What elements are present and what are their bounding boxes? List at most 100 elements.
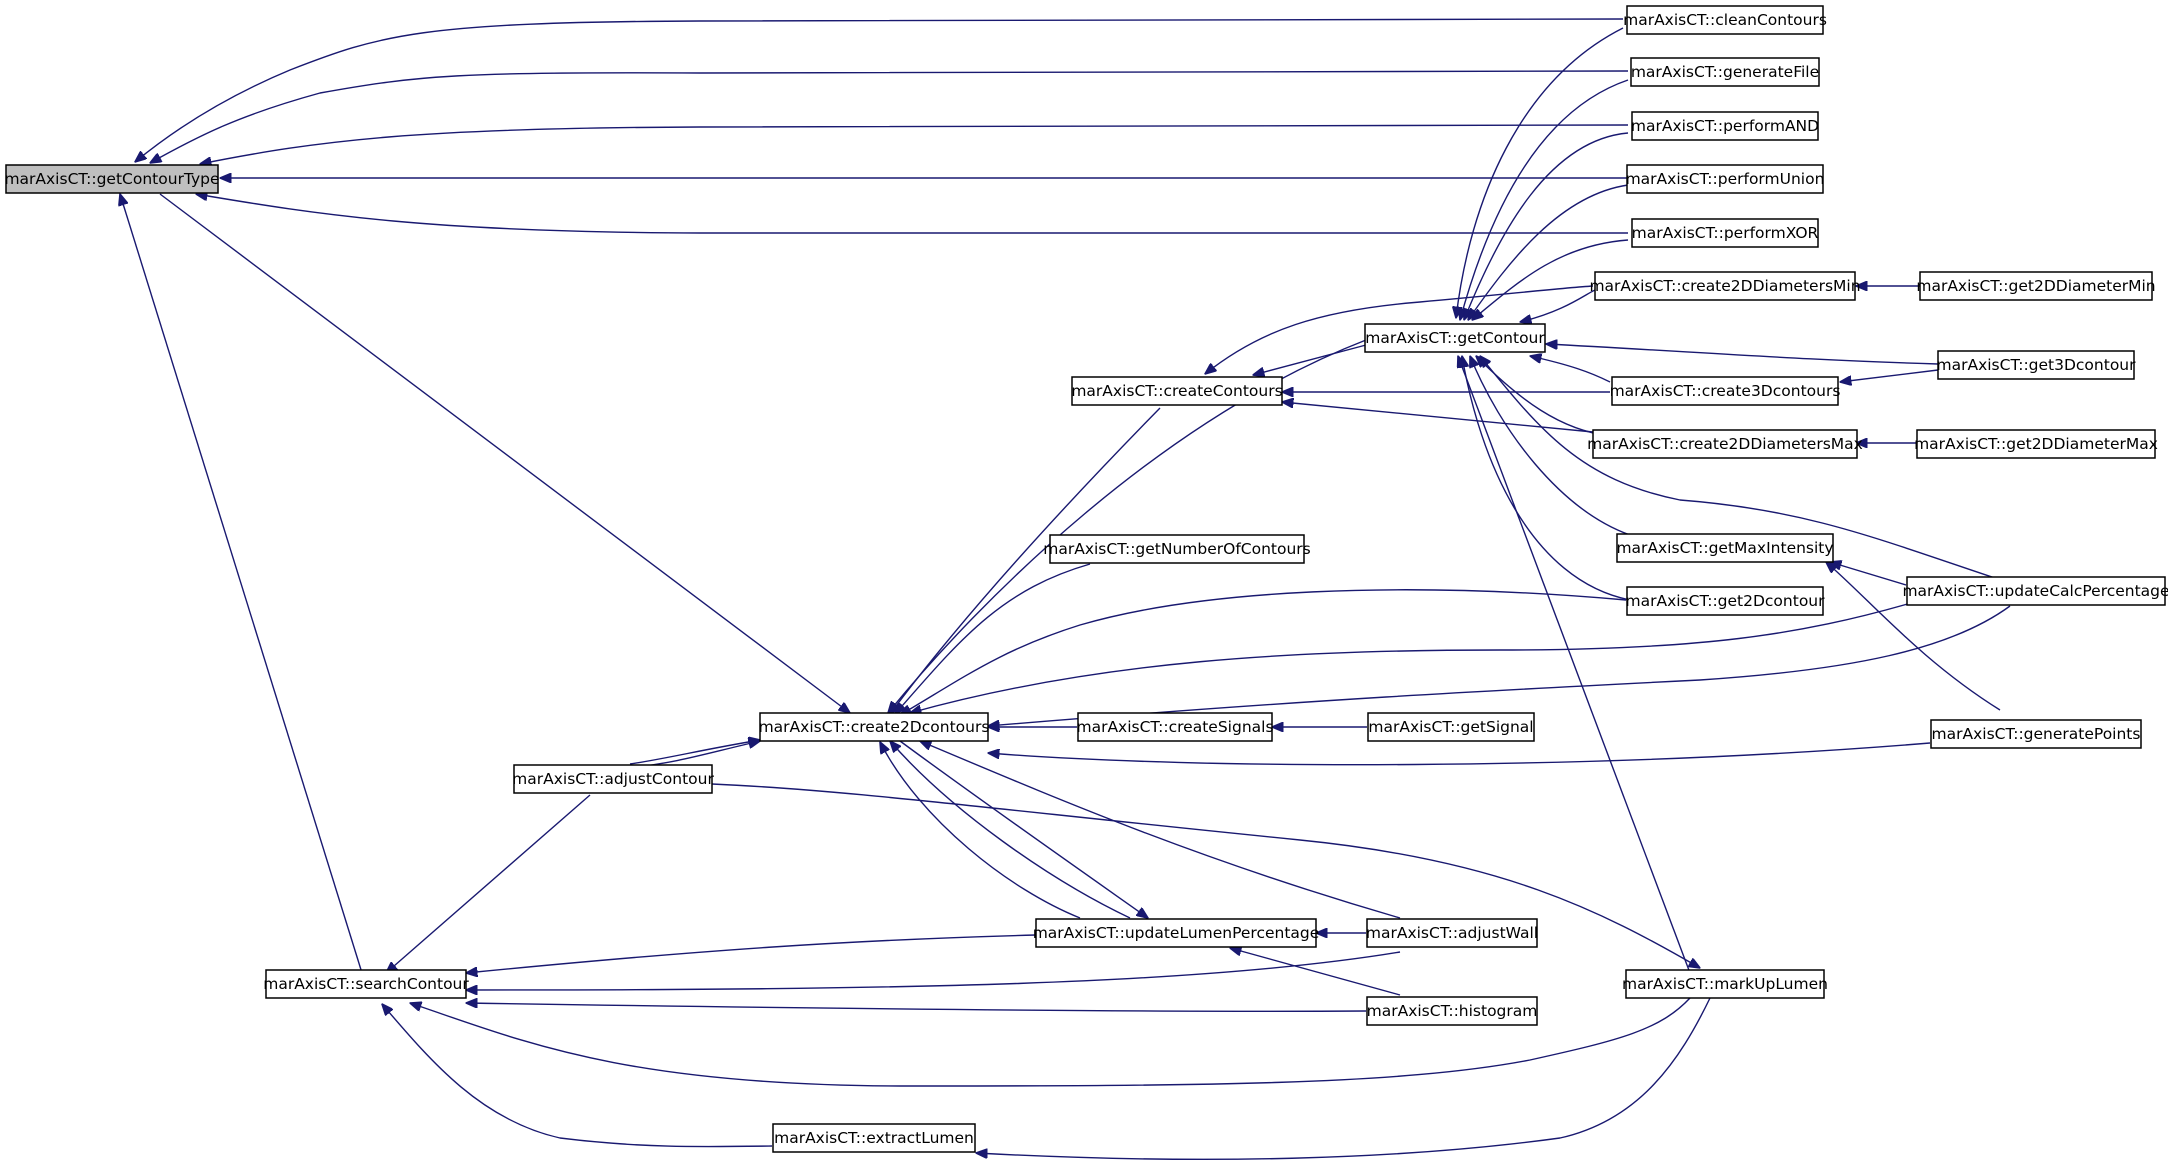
edge-getcontour-to-create3dcontours [1530,356,1611,383]
edge-createcontours-to-create2ddiametersmin [1205,285,1594,374]
edge-createcontours-to-create2ddiametersmax [1282,402,1594,433]
nodes: marAxisCT::getContourType marAxisCT::cle… [4,5,2168,1153]
edge-searchcontour-to-adjustwall [466,951,1401,990]
node-generatepoints[interactable]: marAxisCT::generatePoints [1930,719,2142,749]
node-label: marAxisCT::create2DDiametersMax [1587,435,1863,453]
node-label: marAxisCT::getContour [1365,329,1545,347]
node-label: marAxisCT::create2Dcontours [759,718,990,736]
node-getcontour[interactable]: marAxisCT::getContour [1364,323,1546,353]
edge-create2dcontours-to-generatepoints [988,742,1931,766]
edge-getcontour-to-cleancontours [1456,27,1624,318]
node-updatecalcpercentage[interactable]: marAxisCT::updateCalcPercentage [1902,576,2168,606]
node-label: marAxisCT::get2Dcontour [1626,592,1826,610]
node-label: marAxisCT::getMaxIntensity [1616,539,1833,557]
node-adjustcontour[interactable]: marAxisCT::adjustContour [512,764,714,794]
edge-getcontour-to-performunion [1468,184,1629,320]
node-label: marAxisCT::create2DDiametersMin [1589,277,1860,295]
edge-adjustcontour-to-create2dcontours [629,740,760,765]
edge-create3dcontours-to-get3dcontour [1840,369,1939,382]
edge-cleancontours-to-getcontourtype [135,18,1624,162]
node-cleancontours[interactable]: marAxisCT::cleanContours [1623,5,1827,35]
edge-updatelumenpercentage-to-histogram [1230,948,1401,996]
node-getnumberofcontours[interactable]: marAxisCT::getNumberOfContours [1043,534,1311,564]
node-label: marAxisCT::get3Dcontour [1937,356,2137,374]
edge-getcontour-to-performand [1464,132,1629,320]
edges [120,18,2011,1161]
edge-create2dcontours-to-updatecalcpercentage-b [988,605,2011,726]
node-label: marAxisCT::cleanContours [1623,11,1827,29]
edge-updatelumenpercentage-to-create2dcontours [899,740,1148,918]
node-label: marAxisCT::performXOR [1632,224,1819,242]
edge-create2dcontours-to-adjustwall [920,741,1401,919]
node-searchcontour[interactable]: marAxisCT::searchContour [263,969,469,999]
node-extractlumen[interactable]: marAxisCT::extractLumen [772,1123,976,1153]
node-get2ddiametermax[interactable]: marAxisCT::get2DDiameterMax [1914,429,2158,459]
edge-getcontour-to-create2ddiametersmin [1520,287,1601,322]
edge-getcontour-to-getmaxintensity [1470,356,1631,536]
node-get2dcontour[interactable]: marAxisCT::get2Dcontour [1626,586,1826,616]
node-label: marAxisCT::performUnion [1626,170,1825,188]
edge-adjustcontour-to-searchcontour [386,794,591,973]
node-performxor[interactable]: marAxisCT::performXOR [1631,218,1819,248]
edge-getcontour-to-generatefile [1460,79,1629,320]
edge-searchcontour-to-extractlumen [382,1004,773,1148]
node-label: marAxisCT::histogram [1367,1002,1538,1020]
node-create3dcontours[interactable]: marAxisCT::create3Dcontours [1610,376,1841,406]
edge-create2dcontours-to-updatecalcpercentage-a [910,602,1912,713]
node-label: marAxisCT::getNumberOfContours [1043,540,1311,558]
node-label: marAxisCT::adjustContour [512,770,714,788]
node-label: marAxisCT::performAND [1631,117,1819,135]
node-get2ddiametermin[interactable]: marAxisCT::get2DDiameterMin [1916,271,2156,301]
node-performand[interactable]: marAxisCT::performAND [1631,111,1819,141]
node-generatefile[interactable]: marAxisCT::generateFile [1630,57,1820,87]
node-label: marAxisCT::createSignals [1076,718,1273,736]
node-label: marAxisCT::generatePoints [1932,725,2141,743]
node-label: marAxisCT::get2DDiameterMin [1916,277,2155,295]
edge-create2dcontours-to-adjustcontour [629,741,760,769]
node-createcontours[interactable]: marAxisCT::createContours [1071,376,1283,406]
node-label: marAxisCT::updateCalcPercentage [1902,582,2168,600]
node-markuplumen[interactable]: marAxisCT::markUpLumen [1622,969,1828,999]
node-label: marAxisCT::searchContour [263,975,469,993]
edge-getcontour-to-create2ddiametersmax [1476,356,1611,437]
node-label: marAxisCT::adjustWall [1366,924,1538,942]
edge-generatefile-to-getcontourtype [150,70,1629,163]
node-label: marAxisCT::getSignal [1368,718,1533,736]
edge-getmaxintensity-to-generatepoints [1826,562,2001,711]
node-label: marAxisCT::createContours [1071,382,1282,400]
node-updatelumenpercentage[interactable]: marAxisCT::updateLumenPercentage [1033,918,1320,948]
edge-performand-to-getcontourtype [200,124,1629,164]
node-getcontourtype[interactable]: marAxisCT::getContourType [4,164,220,194]
node-get3dcontour[interactable]: marAxisCT::get3Dcontour [1937,350,2137,380]
edge-getcontour-to-updatecalcpercentage [1480,356,2011,584]
node-create2ddiametersmax[interactable]: marAxisCT::create2DDiametersMax [1587,429,1863,459]
edge-extractlumen-to-markuplumen [976,997,1711,1161]
node-label: marAxisCT::get2DDiameterMax [1914,435,2158,453]
node-adjustwall[interactable]: marAxisCT::adjustWall [1366,918,1538,948]
node-label: marAxisCT::generateFile [1631,63,1819,81]
node-getmaxintensity[interactable]: marAxisCT::getMaxIntensity [1616,533,1834,563]
node-createsignals[interactable]: marAxisCT::createSignals [1076,712,1274,742]
node-label: marAxisCT::markUpLumen [1622,975,1828,993]
edge-getcontour-to-performxor [1472,239,1629,320]
edge-create2dcontours-to-getnumberofcontours [895,563,1091,714]
node-label: marAxisCT::extractLumen [774,1129,974,1147]
edge-searchcontour-to-updatelumenpercentage [466,934,1037,973]
edge-performxor-to-getcontourtype [196,194,1628,234]
node-label: marAxisCT::create3Dcontours [1610,382,1841,400]
node-label: marAxisCT::updateLumenPercentage [1033,924,1320,942]
edge-searchcontour-to-markuplumen [410,997,1691,1087]
edge-searchcontour-to-getcontourtype [120,194,363,974]
node-getsignal[interactable]: marAxisCT::getSignal [1367,712,1535,742]
node-create2dcontours[interactable]: marAxisCT::create2Dcontours [759,712,990,742]
edge-getcontour-to-get3dcontour [1546,344,1939,365]
node-label: marAxisCT::getContourType [4,170,219,188]
node-performunion[interactable]: marAxisCT::performUnion [1626,164,1825,194]
edge-create2dcontours-to-updatelumenpercentage-b [880,742,1081,919]
node-histogram[interactable]: marAxisCT::histogram [1366,996,1538,1026]
edge-createcontours-to-getcontour [1253,344,1367,375]
edge-create2dcontours-to-updatelumenpercentage-a [890,741,1131,919]
edge-create2dcontours-to-get2dcontour [900,589,1627,715]
node-create2ddiametersmin[interactable]: marAxisCT::create2DDiametersMin [1589,271,1861,301]
